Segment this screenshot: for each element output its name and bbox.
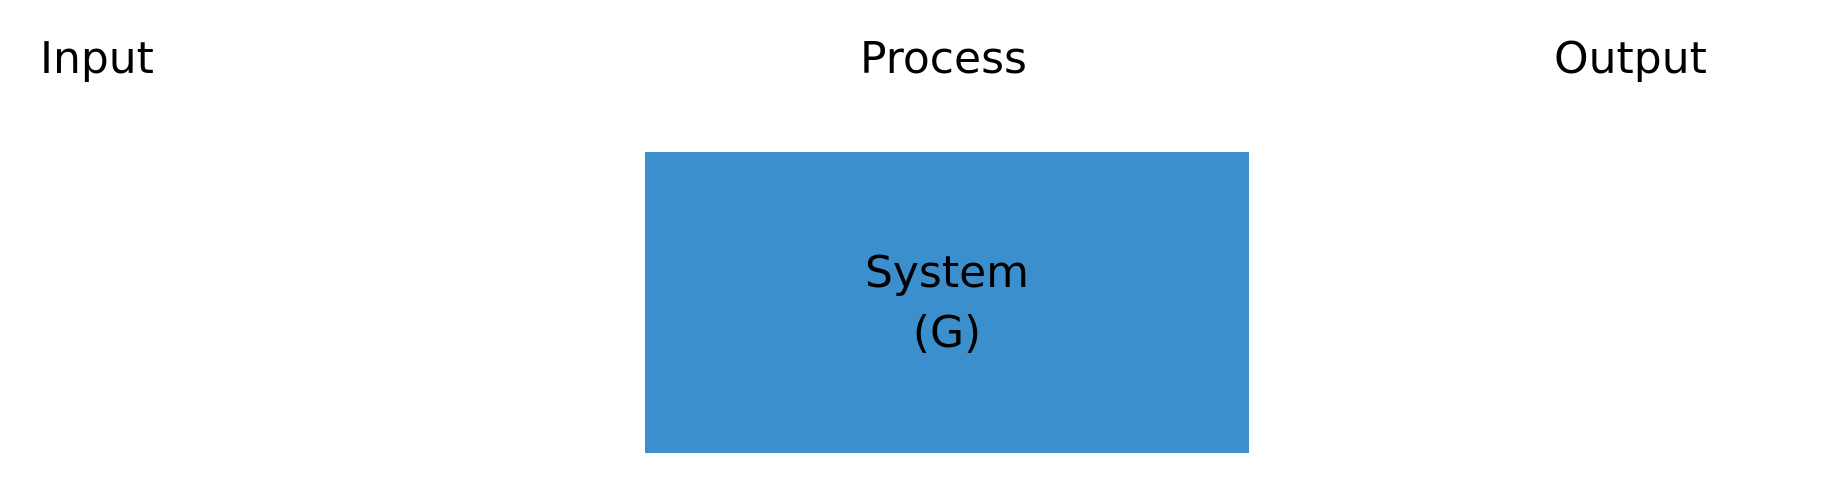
system-label: System: [864, 246, 1030, 298]
input-heading: Input: [40, 33, 154, 84]
system-block: System (G): [645, 152, 1249, 453]
process-heading: Process: [860, 33, 1027, 84]
system-symbol-label: (G): [912, 306, 982, 358]
output-heading: Output: [1554, 33, 1707, 84]
